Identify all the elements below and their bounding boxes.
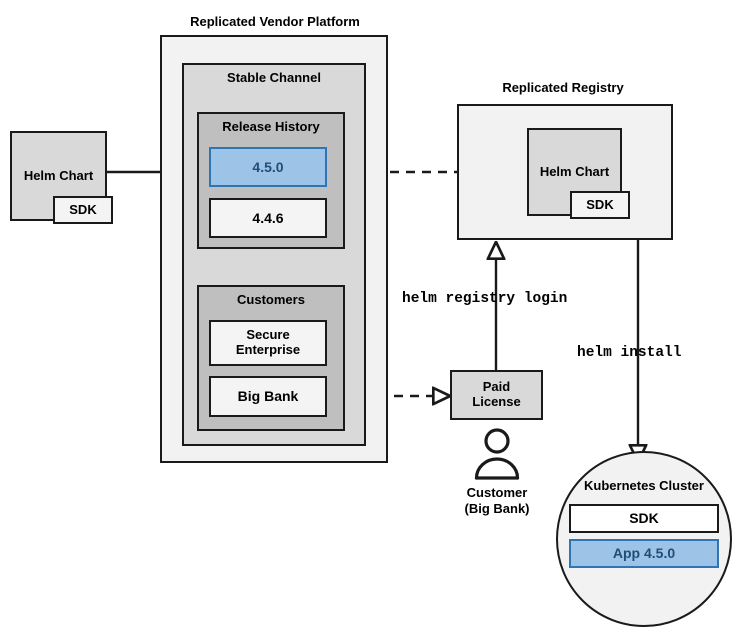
customer-secure-enterprise-label-line2: Enterprise [235, 342, 301, 357]
paid-license-node[interactable]: Paid License [450, 370, 543, 420]
helm-registry-login-command: helm registry login [402, 291, 568, 307]
customer-secure-enterprise-label-line1: Secure [246, 327, 290, 343]
vendor-platform-title: Replicated Vendor Platform [190, 14, 360, 29]
stable-channel-label: Stable Channel [227, 70, 321, 85]
kubernetes-cluster-label: Kubernetes Cluster [584, 478, 704, 493]
release-4-5-0-label: 4.5.0 [252, 158, 284, 175]
release-4-5-0-node[interactable]: 4.5.0 [209, 147, 327, 187]
customer-big-bank-label: Big Bank [237, 388, 299, 405]
source-helm-chart-label: Helm Chart [23, 167, 94, 183]
customer-secure-enterprise-node[interactable]: Secure Enterprise [209, 320, 327, 366]
cluster-app-node[interactable]: App 4.5.0 [569, 539, 719, 568]
paid-license-label-line2: License [472, 394, 521, 409]
paid-license-label-line1: Paid [482, 379, 511, 395]
registry-helm-chart-label: Helm Chart [539, 163, 610, 179]
helm-install-command: helm install [577, 345, 682, 361]
cluster-app-label: App 4.5.0 [612, 545, 676, 562]
release-4-4-6-node[interactable]: 4.4.6 [209, 198, 327, 238]
registry-helm-chart-sdk-label: SDK [586, 196, 614, 212]
source-helm-chart-sdk-node[interactable]: SDK [53, 196, 113, 224]
customers-label: Customers [237, 292, 305, 307]
customer-person-label-line1: Customer [466, 485, 528, 500]
release-history-label: Release History [222, 119, 320, 134]
release-4-4-6-label: 4.4.6 [252, 209, 284, 226]
customer-person-icon [474, 428, 520, 480]
customer-person-label-line2: (Big Bank) [464, 501, 530, 516]
cluster-sdk-node[interactable]: SDK [569, 504, 719, 533]
source-helm-chart-sdk-label: SDK [69, 201, 97, 217]
registry-helm-chart-sdk-node[interactable]: SDK [570, 191, 630, 219]
replicated-registry-title: Replicated Registry [502, 80, 624, 95]
customer-big-bank-node[interactable]: Big Bank [209, 376, 327, 417]
cluster-sdk-label: SDK [629, 510, 659, 527]
